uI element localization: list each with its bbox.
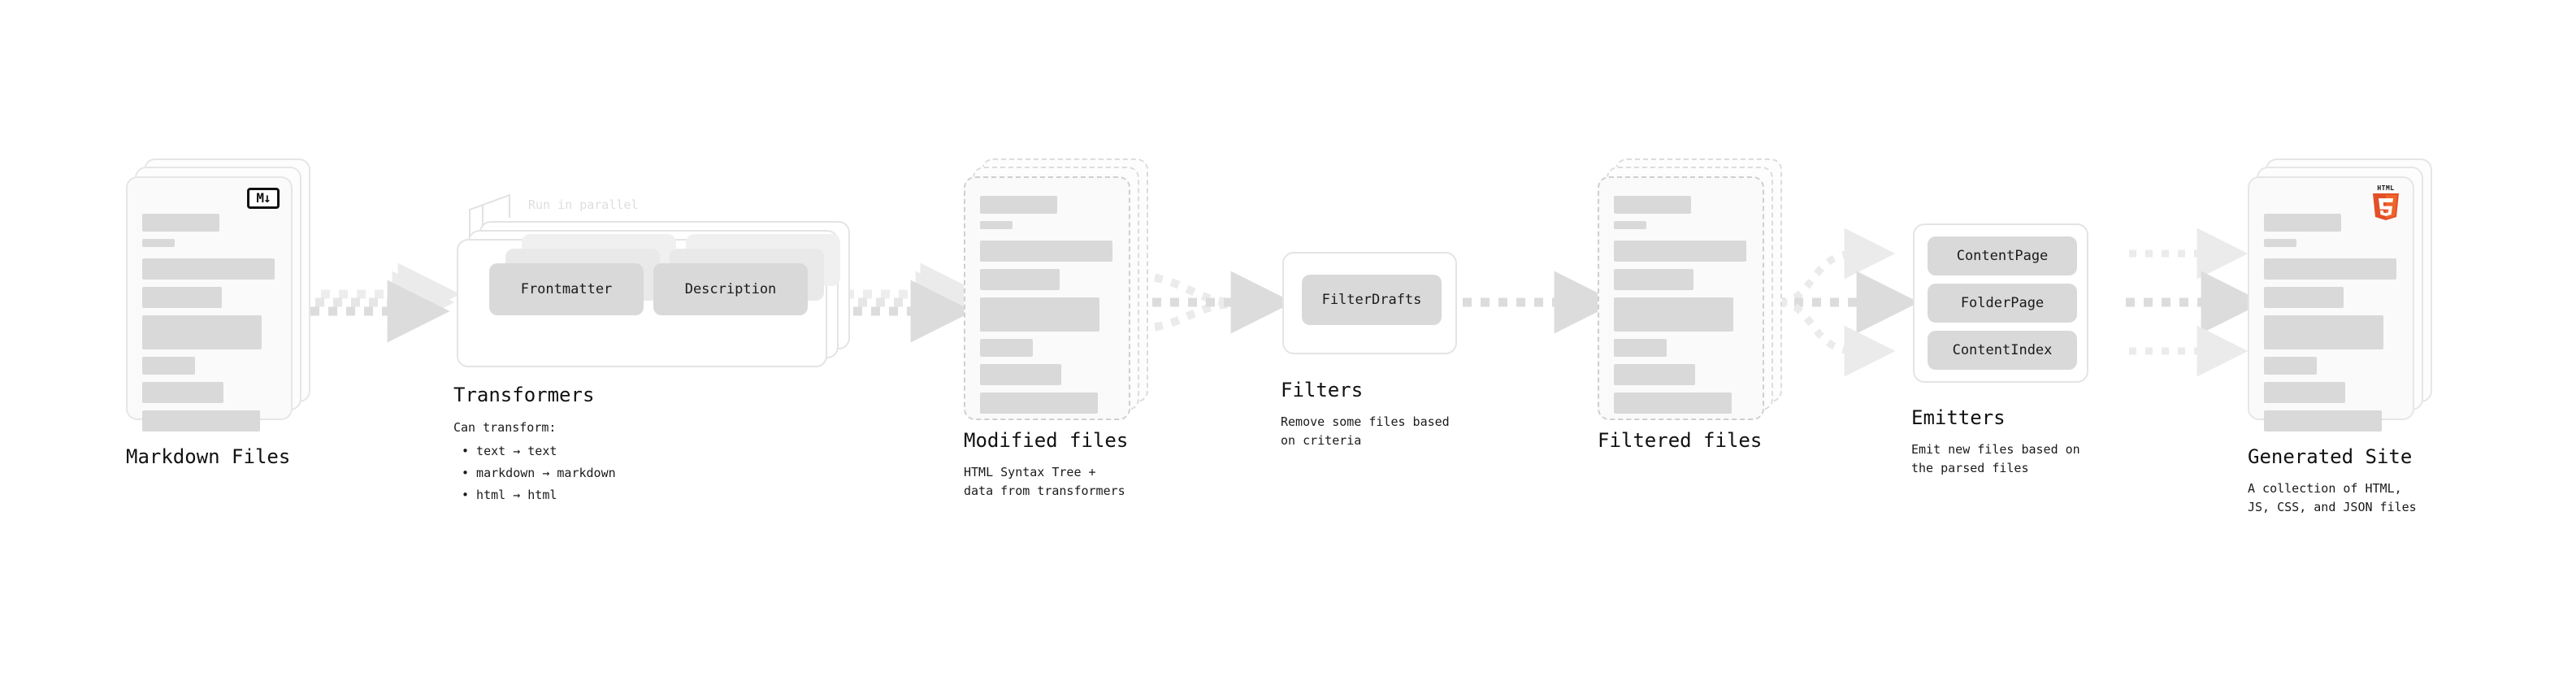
skeleton-bar xyxy=(142,410,260,432)
html5-icon: HTML xyxy=(2370,184,2401,222)
page-title-filters: Filters xyxy=(1281,379,1364,401)
skeleton-bar xyxy=(980,297,1099,332)
emitters-subtitle: Emit new files based on the parsed files xyxy=(1911,442,2080,476)
arrow-modified-to-filters xyxy=(1134,271,1294,334)
skeleton-bar xyxy=(1614,221,1646,229)
skeleton-bar xyxy=(2264,315,2383,349)
document-card-front xyxy=(964,176,1130,420)
emitters-box: ContentPage FolderPage ContentIndex xyxy=(1913,223,2088,383)
chip-contentindex[interactable]: ContentIndex xyxy=(1928,331,2077,370)
filters-box: FilterDrafts xyxy=(1282,252,1457,354)
page-title-generated-site: Generated Site xyxy=(2248,445,2413,468)
skeleton-bar xyxy=(980,221,1013,229)
transformers-bullet-2: • html → html xyxy=(462,488,557,502)
skeleton-bar xyxy=(2264,239,2296,247)
skeleton-bar xyxy=(142,258,275,280)
filtered-document-stack xyxy=(1598,158,1782,435)
document-card-front: M↓ xyxy=(126,176,293,432)
markdown-badge: M↓ xyxy=(247,188,280,209)
skeleton-bar xyxy=(1614,269,1693,290)
skeleton-lines xyxy=(2264,214,2400,439)
generated-site-document-stack: CSS HTML xyxy=(2248,158,2432,435)
stage-modified-files xyxy=(964,158,1148,435)
skeleton-bar xyxy=(1614,297,1733,332)
skeleton-lines xyxy=(142,214,278,439)
stage-generated-site: CSS HTML xyxy=(2248,158,2432,435)
arrow-emitters-to-site xyxy=(2126,228,2264,377)
run-in-parallel-label: Run in parallel xyxy=(528,197,639,212)
skeleton-bar xyxy=(142,214,219,232)
chip-filterdrafts[interactable]: FilterDrafts xyxy=(1302,275,1442,325)
document-card-front xyxy=(1598,176,1764,420)
filters-subtitle: Remove some files based on criteria xyxy=(1281,414,1450,449)
skeleton-bar xyxy=(2264,214,2341,232)
skeleton-bar xyxy=(1614,339,1667,357)
skeleton-bar xyxy=(980,269,1060,290)
skeleton-bar xyxy=(142,239,175,247)
chip-contentpage[interactable]: ContentPage xyxy=(1928,236,2077,275)
skeleton-bar xyxy=(2264,357,2317,375)
page-title-modified-files: Modified files xyxy=(964,429,1129,452)
transformers-box-front: Frontmatter Description xyxy=(457,234,840,367)
skeleton-lines xyxy=(1614,196,1750,421)
stage-filtered-files xyxy=(1598,158,1782,435)
chip-description[interactable]: Description xyxy=(653,263,808,315)
skeleton-bar xyxy=(142,315,262,349)
chip-frontmatter[interactable]: Frontmatter xyxy=(489,263,644,315)
page-title-markdown-files: Markdown Files xyxy=(126,445,291,468)
skeleton-bar xyxy=(2264,382,2345,403)
skeleton-bar xyxy=(142,287,222,308)
skeleton-bar xyxy=(1614,196,1691,214)
markdown-badge-label: M↓ xyxy=(247,188,280,209)
skeleton-bar xyxy=(142,357,195,375)
skeleton-bar xyxy=(2264,287,2344,308)
markdown-document-stack: M↓ M↓ M↓ xyxy=(126,158,310,435)
skeleton-bar xyxy=(980,241,1112,262)
html5-shield xyxy=(2373,193,2399,220)
transformers-bullet-1: • markdown → markdown xyxy=(462,466,616,480)
arrow-transformers-to-modified xyxy=(835,262,983,343)
chip-folderpage[interactable]: FolderPage xyxy=(1928,284,2077,323)
arrow-filtered-to-emitters xyxy=(1776,228,1919,377)
html5-badge: HTML xyxy=(2370,184,2401,222)
generated-site-subtitle: A collection of HTML, JS, CSS, and JSON … xyxy=(2248,481,2417,515)
stage-markdown-files: M↓ M↓ M↓ xyxy=(126,158,310,435)
skeleton-lines xyxy=(980,196,1116,421)
skeleton-bar xyxy=(1614,241,1746,262)
skeleton-bar xyxy=(980,364,1061,385)
page-title-transformers: Transformers xyxy=(453,384,595,406)
skeleton-bar xyxy=(2264,410,2382,432)
skeleton-bar xyxy=(1614,393,1732,414)
arrow-markdown-to-transformers xyxy=(310,262,461,343)
modified-document-stack xyxy=(964,158,1148,435)
document-card-front-html: HTML xyxy=(2248,176,2414,432)
transformers-intro: Can transform: xyxy=(453,420,557,435)
skeleton-bar xyxy=(980,339,1033,357)
skeleton-bar xyxy=(980,196,1057,214)
skeleton-bar xyxy=(142,382,223,403)
page-title-emitters: Emitters xyxy=(1911,406,2006,429)
html5-badge-word: HTML xyxy=(2377,184,2395,192)
transformers-bullet-0: • text → text xyxy=(462,444,557,458)
skeleton-bar xyxy=(1614,364,1695,385)
skeleton-bar xyxy=(980,393,1098,414)
modified-files-subtitle: HTML Syntax Tree + data from transformer… xyxy=(964,465,1125,499)
skeleton-bar xyxy=(2264,258,2396,280)
page-title-filtered-files: Filtered files xyxy=(1598,429,1763,452)
